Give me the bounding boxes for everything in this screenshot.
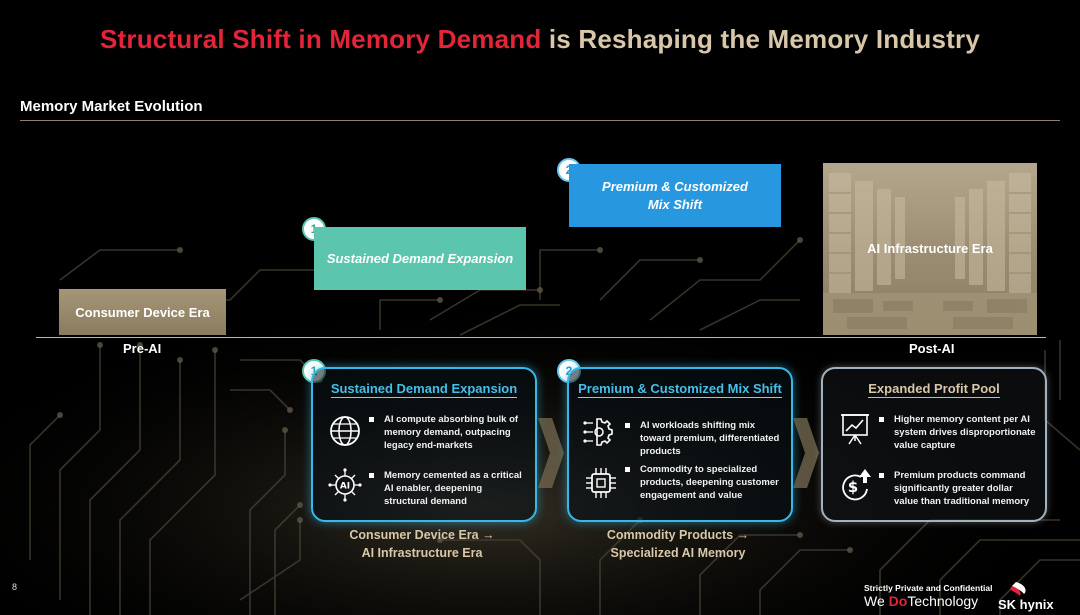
ai-chip-icon: AI [328, 468, 362, 502]
card-premium-mix-shift: Premium & Customized Mix Shift AI worklo… [567, 367, 793, 522]
block-label: Premium & Customized Mix Shift [602, 178, 748, 212]
confidential-notice: Strictly Private and Confidential [864, 583, 993, 593]
server-racks-image [823, 173, 1037, 335]
page-number: 8 [12, 582, 18, 592]
svg-text:$: $ [848, 478, 858, 496]
block-label: Consumer Device Era [75, 304, 210, 320]
presentation-chart-icon [841, 414, 869, 445]
block-label: Sustained Demand Expansion [326, 251, 514, 266]
sustained-demand-block: Sustained Demand Expansion [314, 227, 526, 290]
dollar-growth-icon: $ [842, 469, 871, 501]
card-title: Expanded Profit Pool [868, 381, 1000, 398]
globe-icon [330, 416, 360, 446]
card-title: Sustained Demand Expansion [330, 381, 518, 398]
title-rest: is Reshaping the Memory Industry [541, 24, 981, 54]
bullet-item: AI workloads shifting mix toward premium… [625, 419, 783, 458]
card-title: Premium & Customized Mix Shift [578, 381, 782, 398]
bullet-item: AI compute absorbing bulk of memory dema… [369, 413, 527, 452]
section-divider [20, 120, 1060, 121]
svg-text:AI: AI [340, 482, 350, 492]
consumer-device-era-block: Consumer Device Era [59, 289, 226, 335]
pre-ai-label: Pre-AI [123, 341, 162, 356]
sk-hynix-logo [1010, 582, 1026, 596]
caption-consumer-to-ai: Consumer Device Era → AI Infrastructure … [349, 528, 495, 560]
logo-text: SK hynix [998, 597, 1054, 612]
section-label: Memory Market Evolution [20, 98, 203, 115]
chevron-right-icon [538, 418, 564, 488]
premium-mix-shift-block: Premium & Customized Mix Shift [569, 164, 781, 227]
ai-infrastructure-era-block: AI Infrastructure Era [823, 163, 1037, 335]
bullet-item: Premium products command significantly g… [879, 469, 1037, 508]
bullet-item: Memory cemented as a critical AI enabler… [369, 469, 527, 508]
gear-circuit-icon [583, 418, 613, 446]
card-expanded-profit-pool: Expanded Profit Pool Higher memory conte… [821, 367, 1047, 522]
bullet-item: Higher memory content per AI system driv… [879, 413, 1037, 452]
slide-title: Structural Shift in Memory Demand is Res… [0, 24, 1080, 55]
card-sustained-demand: Sustained Demand Expansion AI compute ab… [311, 367, 537, 522]
timeline-axis [36, 337, 1046, 338]
post-ai-label: Post-AI [909, 341, 955, 356]
tagline: We DoTechnology [864, 593, 979, 609]
chevron-right-icon [793, 418, 819, 488]
bullet-item: Commodity to specialized products, deepe… [625, 463, 783, 502]
title-highlight: Structural Shift in Memory Demand [99, 24, 542, 54]
block-label: AI Infrastructure Era [867, 241, 993, 256]
chip-icon [586, 468, 616, 498]
caption-commodity-to-specialized: Commodity Products → Specialized AI Memo… [606, 528, 750, 560]
